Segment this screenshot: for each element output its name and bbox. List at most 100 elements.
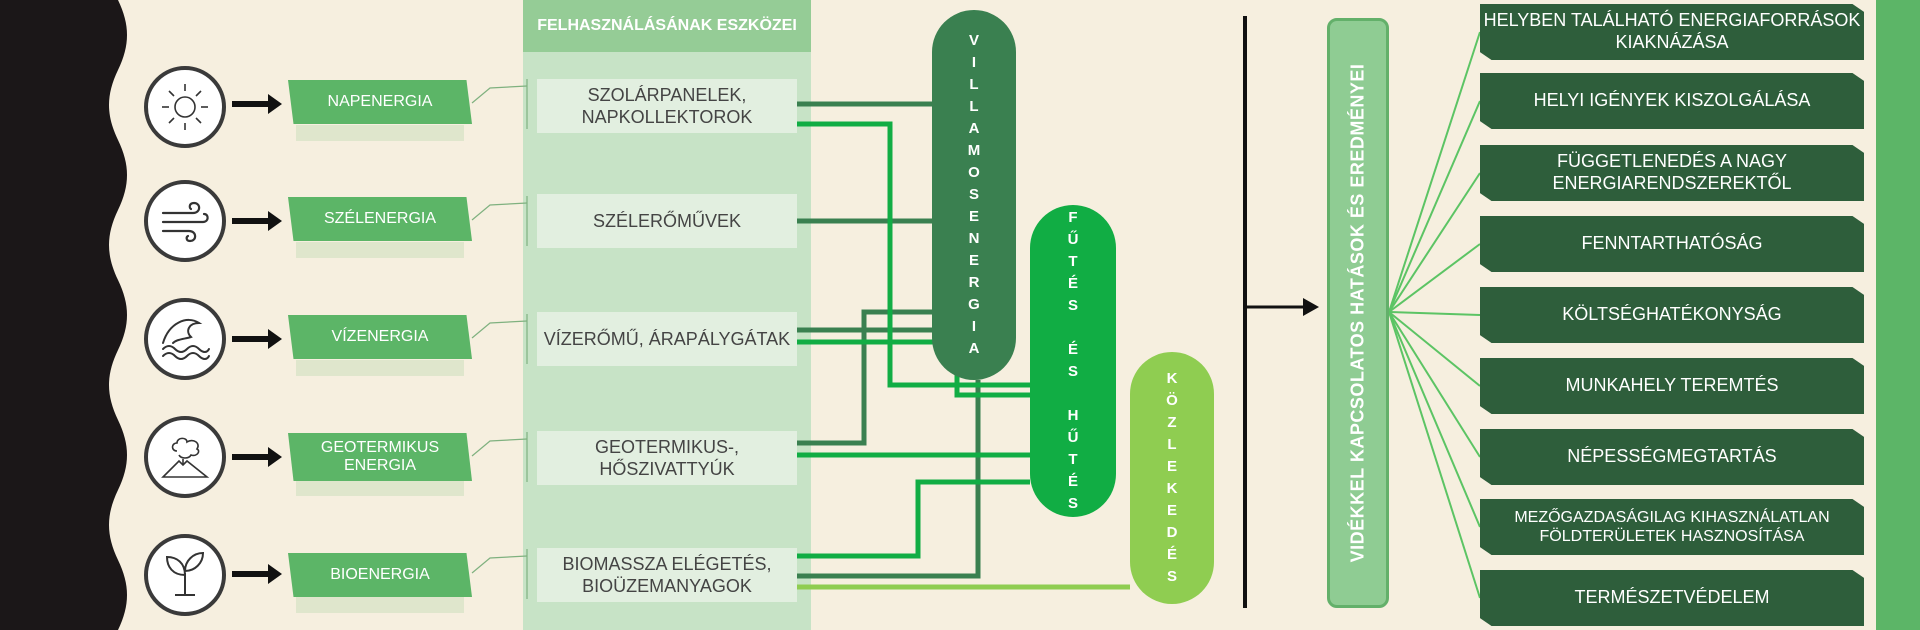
sector-letter: I <box>971 54 977 71</box>
source-shadow <box>296 242 464 258</box>
sector-letter: S <box>1067 363 1078 380</box>
sector-letter: F <box>1068 209 1078 226</box>
sector-letter <box>1071 317 1075 339</box>
flow-bio-villamos <box>797 380 981 579</box>
flow-solar-futes <box>797 121 1030 388</box>
outcome-box: TERMÉSZETVÉDELEM <box>1480 570 1864 626</box>
sector-letter: S <box>1067 297 1078 314</box>
fan-line <box>1388 100 1481 313</box>
fan-line <box>1388 311 1481 599</box>
sector-letter: I <box>971 318 977 335</box>
leader-line-1 <box>471 85 528 104</box>
volcano-icon-circle <box>144 416 226 498</box>
sector-letter: R <box>968 274 980 291</box>
fan-line <box>1388 311 1481 458</box>
volcano-icon <box>161 437 210 478</box>
sector-letter: S <box>968 186 979 203</box>
sector-letter: K <box>1166 370 1178 387</box>
divider-bar <box>1243 16 1247 608</box>
tool-item-hydro: VÍZERŐMŰ, ÁRAPÁLYGÁTAK <box>537 312 797 366</box>
sector-letter: K <box>1166 480 1178 497</box>
outcome-box: NÉPESSÉGMEGTARTÁS <box>1480 429 1864 485</box>
sector-letter: N <box>968 230 980 247</box>
sector-letter: Ű <box>1067 231 1079 248</box>
source-shadow <box>296 480 464 496</box>
sector-letter: S <box>1067 495 1078 512</box>
arrow-right-icon <box>232 564 282 584</box>
right-accent-strip <box>1876 0 1920 630</box>
sector-letter: A <box>968 340 980 357</box>
sector-letter: Ű <box>1067 429 1079 446</box>
sector-letter: É <box>1166 546 1177 563</box>
outcome-box: MUNKAHELY TEREMTÉS <box>1480 358 1864 414</box>
sector-letter: E <box>1166 458 1177 475</box>
sun-icon-circle <box>144 66 226 148</box>
outcome-box: FENNTARTHATÓSÁG <box>1480 216 1864 272</box>
wave-icon <box>162 318 210 360</box>
outcome-box: FÜGGETLENEDÉS A NAGY ENERGIARENDSZEREKTŐ… <box>1480 145 1864 201</box>
sprout-icon-circle <box>144 534 226 616</box>
sector-letter: L <box>969 76 979 93</box>
sector-letter: G <box>968 296 980 313</box>
sector-letter: É <box>1067 275 1078 292</box>
tool-item-wind: SZÉLERŐMŰVEK <box>537 194 797 248</box>
wave-icon-circle <box>144 298 226 380</box>
fan-line <box>1388 243 1481 313</box>
sector-letter: L <box>969 98 979 115</box>
outcome-box: HELYI IGÉNYEK KISZOLGÁLÁSA <box>1480 73 1864 129</box>
source-label-szelenergia: SZÉLENERGIA <box>288 197 472 241</box>
arrow-right-icon <box>1247 298 1319 316</box>
sector-letter: T <box>1068 253 1078 270</box>
arrow-right-icon <box>232 447 282 467</box>
sector-letter: É <box>1067 341 1078 358</box>
leader-line-3 <box>471 320 528 339</box>
source-label-vizenergia: VÍZENERGIA <box>288 315 472 359</box>
sector-letter: M <box>967 142 981 159</box>
sector-letter: H <box>1067 407 1079 424</box>
outcome-box: KÖLTSÉGHATÉKONYSÁG <box>1480 287 1864 343</box>
source-shadow <box>296 125 464 141</box>
sector-letter: D <box>1166 524 1178 541</box>
sector-letter: S <box>1166 568 1177 585</box>
fan-line <box>1388 311 1481 316</box>
wind-icon <box>161 201 209 243</box>
fan-line <box>1388 31 1481 313</box>
sector-letter: É <box>1067 473 1078 490</box>
sector-letter: T <box>1068 451 1078 468</box>
flow-geo-villamos <box>797 309 935 446</box>
sector-letter: Z <box>1167 414 1177 431</box>
wind-icon-circle <box>144 180 226 262</box>
fan-line <box>1388 311 1481 387</box>
tool-item-geothermal: GEOTERMIKUS-, HŐSZIVATTYÚK <box>537 431 797 485</box>
source-shadow <box>296 360 464 376</box>
impacts-title-box: VIDÉKKEL KAPCSOLATOS HATÁSOK ÉS EREDMÉNY… <box>1327 18 1389 608</box>
sector-letter: A <box>968 120 980 137</box>
sector-letter: E <box>1166 502 1177 519</box>
arrow-right-icon <box>232 94 282 114</box>
sun-icon <box>162 84 208 130</box>
outcome-box: HELYBEN TALÁLHATÓ ENERGIAFORRÁSOK KIAKNÁ… <box>1480 4 1864 60</box>
source-shadow <box>296 597 464 613</box>
sector-letter: Ö <box>1166 392 1178 409</box>
tool-item-bio: BIOMASSZA ELÉGETÉS, BIOÜZEMANYAGOK <box>537 548 797 602</box>
leader-line-4 <box>471 438 528 457</box>
sector-letter <box>1071 383 1075 405</box>
sprout-icon <box>165 551 205 596</box>
arrow-right-icon <box>232 329 282 349</box>
flow-bio-futes <box>797 479 1030 559</box>
source-label-geotermikus: GEOTERMIKUS ENERGIA <box>288 433 472 481</box>
tool-item-solar: SZOLÁRPANELEK, NAPKOLLEKTOROK <box>537 79 797 133</box>
leader-line-5 <box>471 555 528 574</box>
fan-line <box>1388 311 1481 528</box>
impacts-title: VIDÉKKEL KAPCSOLATOS HATÁSOK ÉS EREDMÉNY… <box>1347 63 1368 563</box>
sector-letter: L <box>1167 436 1177 453</box>
left-wave-band <box>0 0 127 630</box>
leader-line-2 <box>471 202 528 221</box>
sector-letter: E <box>968 252 979 269</box>
source-label-napenergia: NAPENERGIA <box>288 80 472 124</box>
fan-line <box>1388 172 1481 313</box>
outcome-box: MEZŐGAZDASÁGILAG KIHASZNÁLATLAN FÖLDTERÜ… <box>1480 499 1864 555</box>
